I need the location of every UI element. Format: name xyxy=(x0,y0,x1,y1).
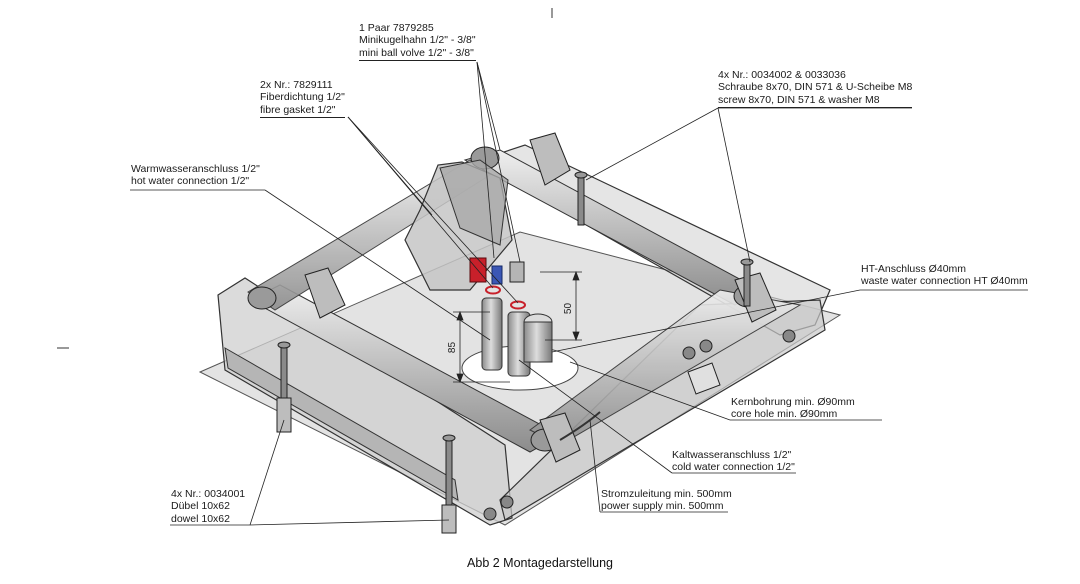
label-power-line2: power supply min. 500mm xyxy=(601,500,724,513)
dowel-left xyxy=(276,397,292,433)
label-ball-valve-line2: Minikugelhahn 1/2" - 3/8" xyxy=(359,34,476,47)
cable-duct xyxy=(687,362,721,395)
nut-4 xyxy=(500,495,514,509)
dimension-50-label: 50 xyxy=(563,302,575,315)
left-frame-plate xyxy=(217,277,513,526)
power-cable xyxy=(559,411,601,441)
label-screws-line1: 4x Nr.: 0034002 & 0033036 xyxy=(718,69,846,81)
label-ht-line2: waste water connection HT Ø40mm xyxy=(861,275,1028,288)
label-hot-water: Warmwasseranschluss 1/2" hot water conne… xyxy=(131,163,260,188)
label-power-supply: Stromzuleitung min. 500mm power supply m… xyxy=(601,488,732,513)
label-screws: 4x Nr.: 0034002 & 0033036 Schraube 8x70,… xyxy=(718,69,913,109)
nut-3 xyxy=(782,329,796,343)
nut-5 xyxy=(483,507,497,521)
label-ball-valve-line3: mini ball volve 1/2" - 3/8" xyxy=(359,47,476,62)
bracket-front xyxy=(539,412,581,463)
label-core-hole-line2: core hole min. Ø90mm xyxy=(731,408,838,421)
label-power-line1: Stromzuleitung min. 500mm xyxy=(601,488,732,500)
label-gasket: 2x Nr.: 7829111 Fiberdichtung 1/2" fibre… xyxy=(260,79,345,119)
nut-1 xyxy=(699,339,713,353)
tube-end-front-left xyxy=(247,286,277,310)
nut-2 xyxy=(682,346,696,360)
label-screws-line3: screw 8x70, DIN 571 & washer M8 xyxy=(718,94,913,109)
dowel-front xyxy=(441,504,457,534)
label-dowels-line2: Dübel 10x62 xyxy=(171,500,230,513)
label-ht-line1: HT-Anschluss Ø40mm xyxy=(861,263,967,275)
hot-water-pipe xyxy=(481,297,503,371)
gasket-ring-2 xyxy=(510,300,526,310)
label-gasket-line1: 2x Nr.: 7829111 xyxy=(260,79,333,91)
label-dowels-line1: 4x Nr.: 0034001 xyxy=(171,488,246,500)
figure-caption: Abb 2 Montagedarstellung xyxy=(467,556,613,570)
label-hot-water-line1: Warmwasseranschluss 1/2" xyxy=(131,163,260,175)
bracket-left xyxy=(304,267,346,319)
label-screws-line2: Schraube 8x70, DIN 571 & U-Scheibe M8 xyxy=(718,81,913,94)
right-frame-plate xyxy=(499,299,826,521)
label-ball-valve: 1 Paar 7879285 Minikugelhahn 1/2" - 3/8"… xyxy=(359,22,476,62)
label-core-hole: Kernbohrung min. Ø90mm core hole min. Ø9… xyxy=(731,396,855,421)
label-cold-water-line1: Kaltwasseranschluss 1/2" xyxy=(672,449,792,461)
dimension-85 xyxy=(453,310,510,384)
label-ball-valve-line1: 1 Paar 7879285 xyxy=(359,22,434,34)
label-cold-water: Kaltwasseranschluss 1/2" cold water conn… xyxy=(672,449,795,474)
waste-pipe xyxy=(523,321,553,363)
screw-rear xyxy=(574,171,588,226)
label-cold-water-line2: cold water connection 1/2" xyxy=(672,461,795,474)
label-dowels: 4x Nr.: 0034001 Dübel 10x62 dowel 10x62 xyxy=(171,488,245,525)
label-hot-water-line2: hot water connection 1/2" xyxy=(131,175,250,188)
label-ht-connection: HT-Anschluss Ø40mm waste water connectio… xyxy=(861,263,1028,288)
dimension-85-label: 85 xyxy=(447,341,459,354)
valve-body-right xyxy=(509,261,525,283)
label-core-hole-line1: Kernbohrung min. Ø90mm xyxy=(731,396,855,408)
label-dowels-line3: dowel 10x62 xyxy=(171,512,230,525)
label-gasket-line3: fibre gasket 1/2" xyxy=(260,104,345,119)
label-gasket-line2: Fiberdichtung 1/2" xyxy=(260,91,345,104)
ball-valve-blue xyxy=(491,265,503,285)
gasket-ring-1 xyxy=(485,285,501,295)
bracket-rear xyxy=(529,132,571,186)
dimension-50 xyxy=(540,270,582,342)
